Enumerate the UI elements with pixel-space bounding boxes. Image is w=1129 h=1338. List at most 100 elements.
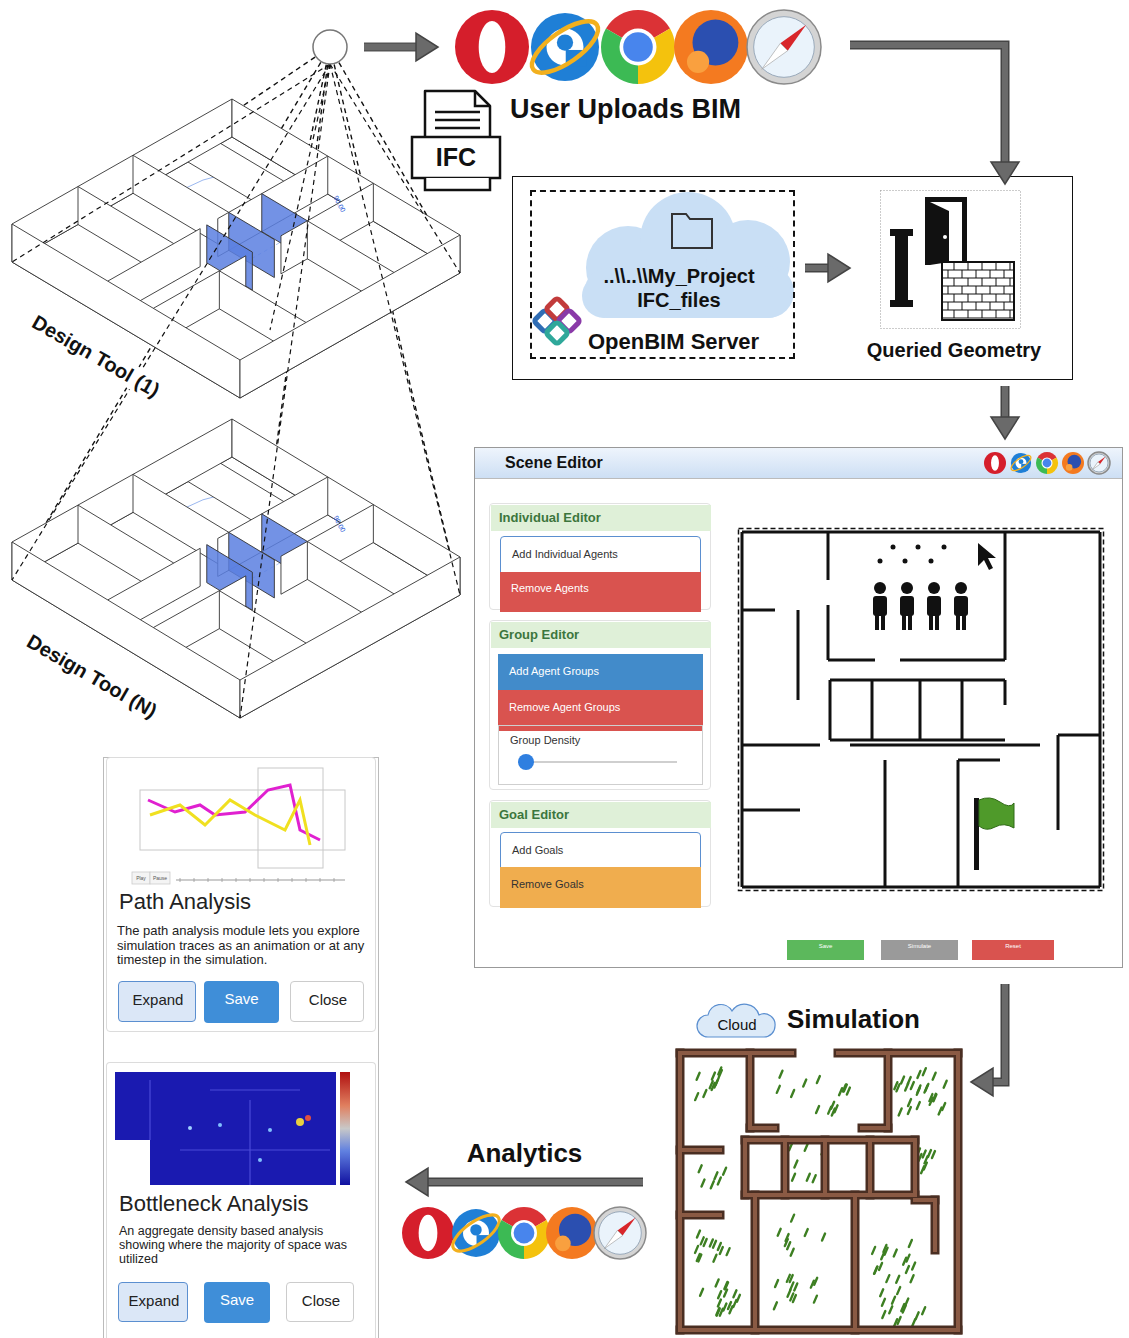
wall-icon bbox=[962, 270, 963, 278]
wall-icon bbox=[954, 262, 955, 270]
simulation-wall bbox=[745, 1191, 915, 1200]
wall-icon bbox=[990, 302, 991, 310]
column-icon bbox=[890, 229, 913, 236]
flow-arrow bbox=[805, 254, 850, 282]
window-frame bbox=[475, 448, 1123, 968]
simulated-agent bbox=[698, 1254, 701, 1261]
simulation-wall bbox=[933, 1200, 937, 1250]
simulated-agent bbox=[907, 1255, 910, 1262]
simulation-wall bbox=[931, 1200, 940, 1250]
simulated-agent bbox=[909, 1240, 912, 1247]
browser-icon bbox=[599, 1212, 642, 1255]
simulated-agent bbox=[719, 1070, 722, 1077]
server-box: ..\\..\\My_Project IFC_filesOpenBIM Serv… bbox=[530, 190, 795, 359]
path-trace bbox=[150, 800, 310, 845]
simulated-agent bbox=[835, 1105, 838, 1112]
heat-map bbox=[210, 1089, 300, 1090]
arrow-shaft bbox=[1001, 386, 1010, 417]
simulated-agent bbox=[894, 1319, 897, 1326]
placement-dot bbox=[929, 559, 934, 564]
ui-button: Expand bbox=[118, 1282, 188, 1322]
arrow-head bbox=[971, 1068, 993, 1096]
ui-button: Reset bbox=[972, 940, 1054, 960]
step-title: Simulation bbox=[787, 1004, 962, 1035]
wall-icon bbox=[948, 270, 949, 278]
simulated-agent bbox=[916, 1312, 919, 1319]
pause-button bbox=[150, 872, 170, 884]
wall-icon bbox=[1010, 262, 1011, 270]
play-button bbox=[132, 872, 150, 884]
wall-icon bbox=[982, 294, 983, 302]
simulation-wall bbox=[823, 1140, 827, 1195]
simulation-wall bbox=[868, 1140, 872, 1195]
simulated-agent bbox=[711, 1181, 714, 1188]
dimension-value: 90.00 bbox=[327, 187, 350, 221]
wall-icon bbox=[942, 262, 1014, 320]
arrow-shaft bbox=[364, 44, 416, 50]
simulated-agent bbox=[898, 1317, 901, 1324]
simulated-agent bbox=[942, 1103, 945, 1110]
button-label: Expand bbox=[120, 1284, 188, 1317]
arrow-shaft bbox=[993, 984, 1005, 1082]
simulated-agent bbox=[724, 1290, 727, 1297]
simulated-agent bbox=[908, 1107, 911, 1114]
plan-wall bbox=[830, 679, 1005, 682]
simulated-agent bbox=[794, 1283, 797, 1290]
ui-button: Remove Agents bbox=[500, 572, 701, 612]
plan-wall bbox=[827, 532, 830, 580]
simulated-agent bbox=[828, 1107, 831, 1114]
browser-icon bbox=[546, 1207, 598, 1259]
window-title-bar bbox=[475, 448, 1122, 478]
simulation-wall bbox=[781, 1140, 790, 1195]
simulated-agent bbox=[714, 1172, 717, 1179]
plan-wall bbox=[919, 680, 922, 740]
simulated-agent bbox=[813, 1175, 816, 1182]
simulated-agent bbox=[807, 1174, 810, 1181]
button-label: Remove Agents bbox=[500, 572, 701, 606]
flow-arrow bbox=[850, 45, 1019, 184]
wall-icon bbox=[1004, 270, 1005, 278]
server-name: OpenBIM Server bbox=[588, 329, 793, 355]
simulation-wall bbox=[838, 1049, 958, 1058]
plan-wall bbox=[1004, 532, 1007, 660]
heat-map bbox=[249, 1100, 250, 1185]
plan-wall bbox=[957, 760, 960, 887]
browser-icon bbox=[1088, 452, 1110, 474]
simulated-agent bbox=[921, 1166, 924, 1173]
simulation-floor bbox=[676, 1049, 962, 1334]
simulation-wall bbox=[913, 1140, 917, 1195]
simulated-agent bbox=[881, 1252, 884, 1259]
heat-map bbox=[149, 1080, 150, 1140]
wall-icon bbox=[982, 278, 983, 286]
arrow-head bbox=[406, 1168, 428, 1196]
time-slider bbox=[236, 878, 237, 882]
simulated-agent bbox=[710, 1239, 713, 1246]
heat-spot bbox=[305, 1115, 311, 1121]
simulated-agent bbox=[791, 1090, 794, 1097]
view-ray bbox=[12, 64, 330, 262]
ui-button: Add Individual Agents bbox=[500, 536, 701, 577]
simulation-wall bbox=[956, 1053, 960, 1330]
simulated-agent bbox=[889, 1306, 892, 1313]
simulated-agent bbox=[787, 1242, 790, 1249]
server-frame bbox=[513, 177, 1073, 380]
button-label: Save bbox=[787, 940, 864, 954]
arrow-shaft bbox=[993, 984, 1005, 1082]
browser-icon bbox=[623, 32, 653, 62]
button-label: Add Goals bbox=[502, 834, 701, 867]
simulated-agent bbox=[791, 1215, 794, 1222]
simulated-agent bbox=[713, 1241, 716, 1248]
wall-icon bbox=[942, 318, 1014, 319]
simulated-agent bbox=[778, 1229, 781, 1236]
simulated-agent bbox=[933, 1094, 936, 1101]
simulated-agent bbox=[695, 1246, 698, 1253]
browser-icon bbox=[1090, 454, 1108, 472]
browser-icon bbox=[470, 1224, 481, 1235]
analysis-card: Path AnalysisThe path analysis module le… bbox=[106, 757, 376, 1032]
button-label: Add Agent Groups bbox=[498, 654, 703, 690]
simulated-agent bbox=[733, 1290, 736, 1297]
simulated-agent bbox=[817, 1076, 820, 1083]
folder-icon bbox=[672, 214, 712, 248]
button-label: Save bbox=[204, 1282, 270, 1317]
ui-button: Expand bbox=[118, 981, 196, 1022]
